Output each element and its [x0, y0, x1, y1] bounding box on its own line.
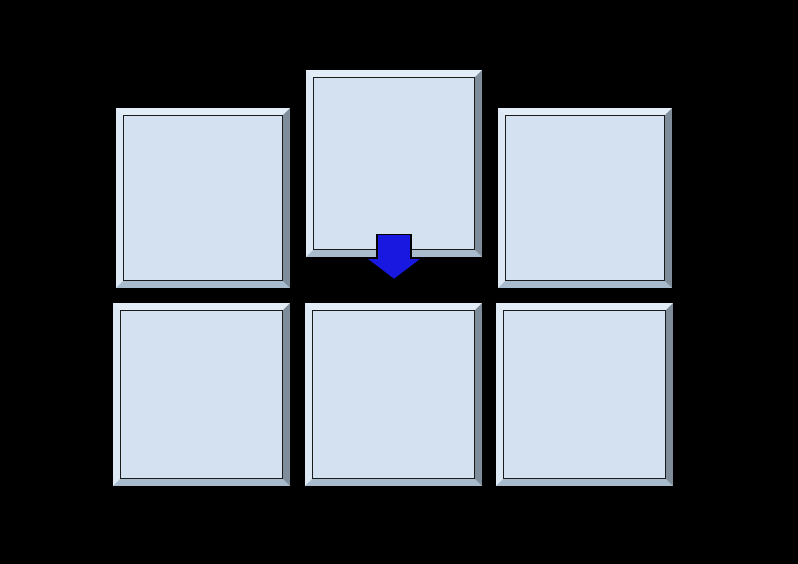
- panel-inner-outline: [123, 115, 283, 281]
- panel-top-right[interactable]: [498, 108, 672, 288]
- panel-top-center[interactable]: [306, 70, 482, 257]
- panel-bottom-center[interactable]: [305, 303, 482, 486]
- panel-top-left[interactable]: [116, 108, 290, 288]
- panel-bottom-right[interactable]: [496, 303, 673, 486]
- panel-inner-outline: [312, 310, 475, 479]
- panel-inner-outline: [120, 310, 283, 479]
- panel-inner-outline: [503, 310, 666, 479]
- panel-inner-outline: [313, 77, 475, 250]
- panel-inner-outline: [505, 115, 665, 281]
- panel-bottom-left[interactable]: [113, 303, 290, 486]
